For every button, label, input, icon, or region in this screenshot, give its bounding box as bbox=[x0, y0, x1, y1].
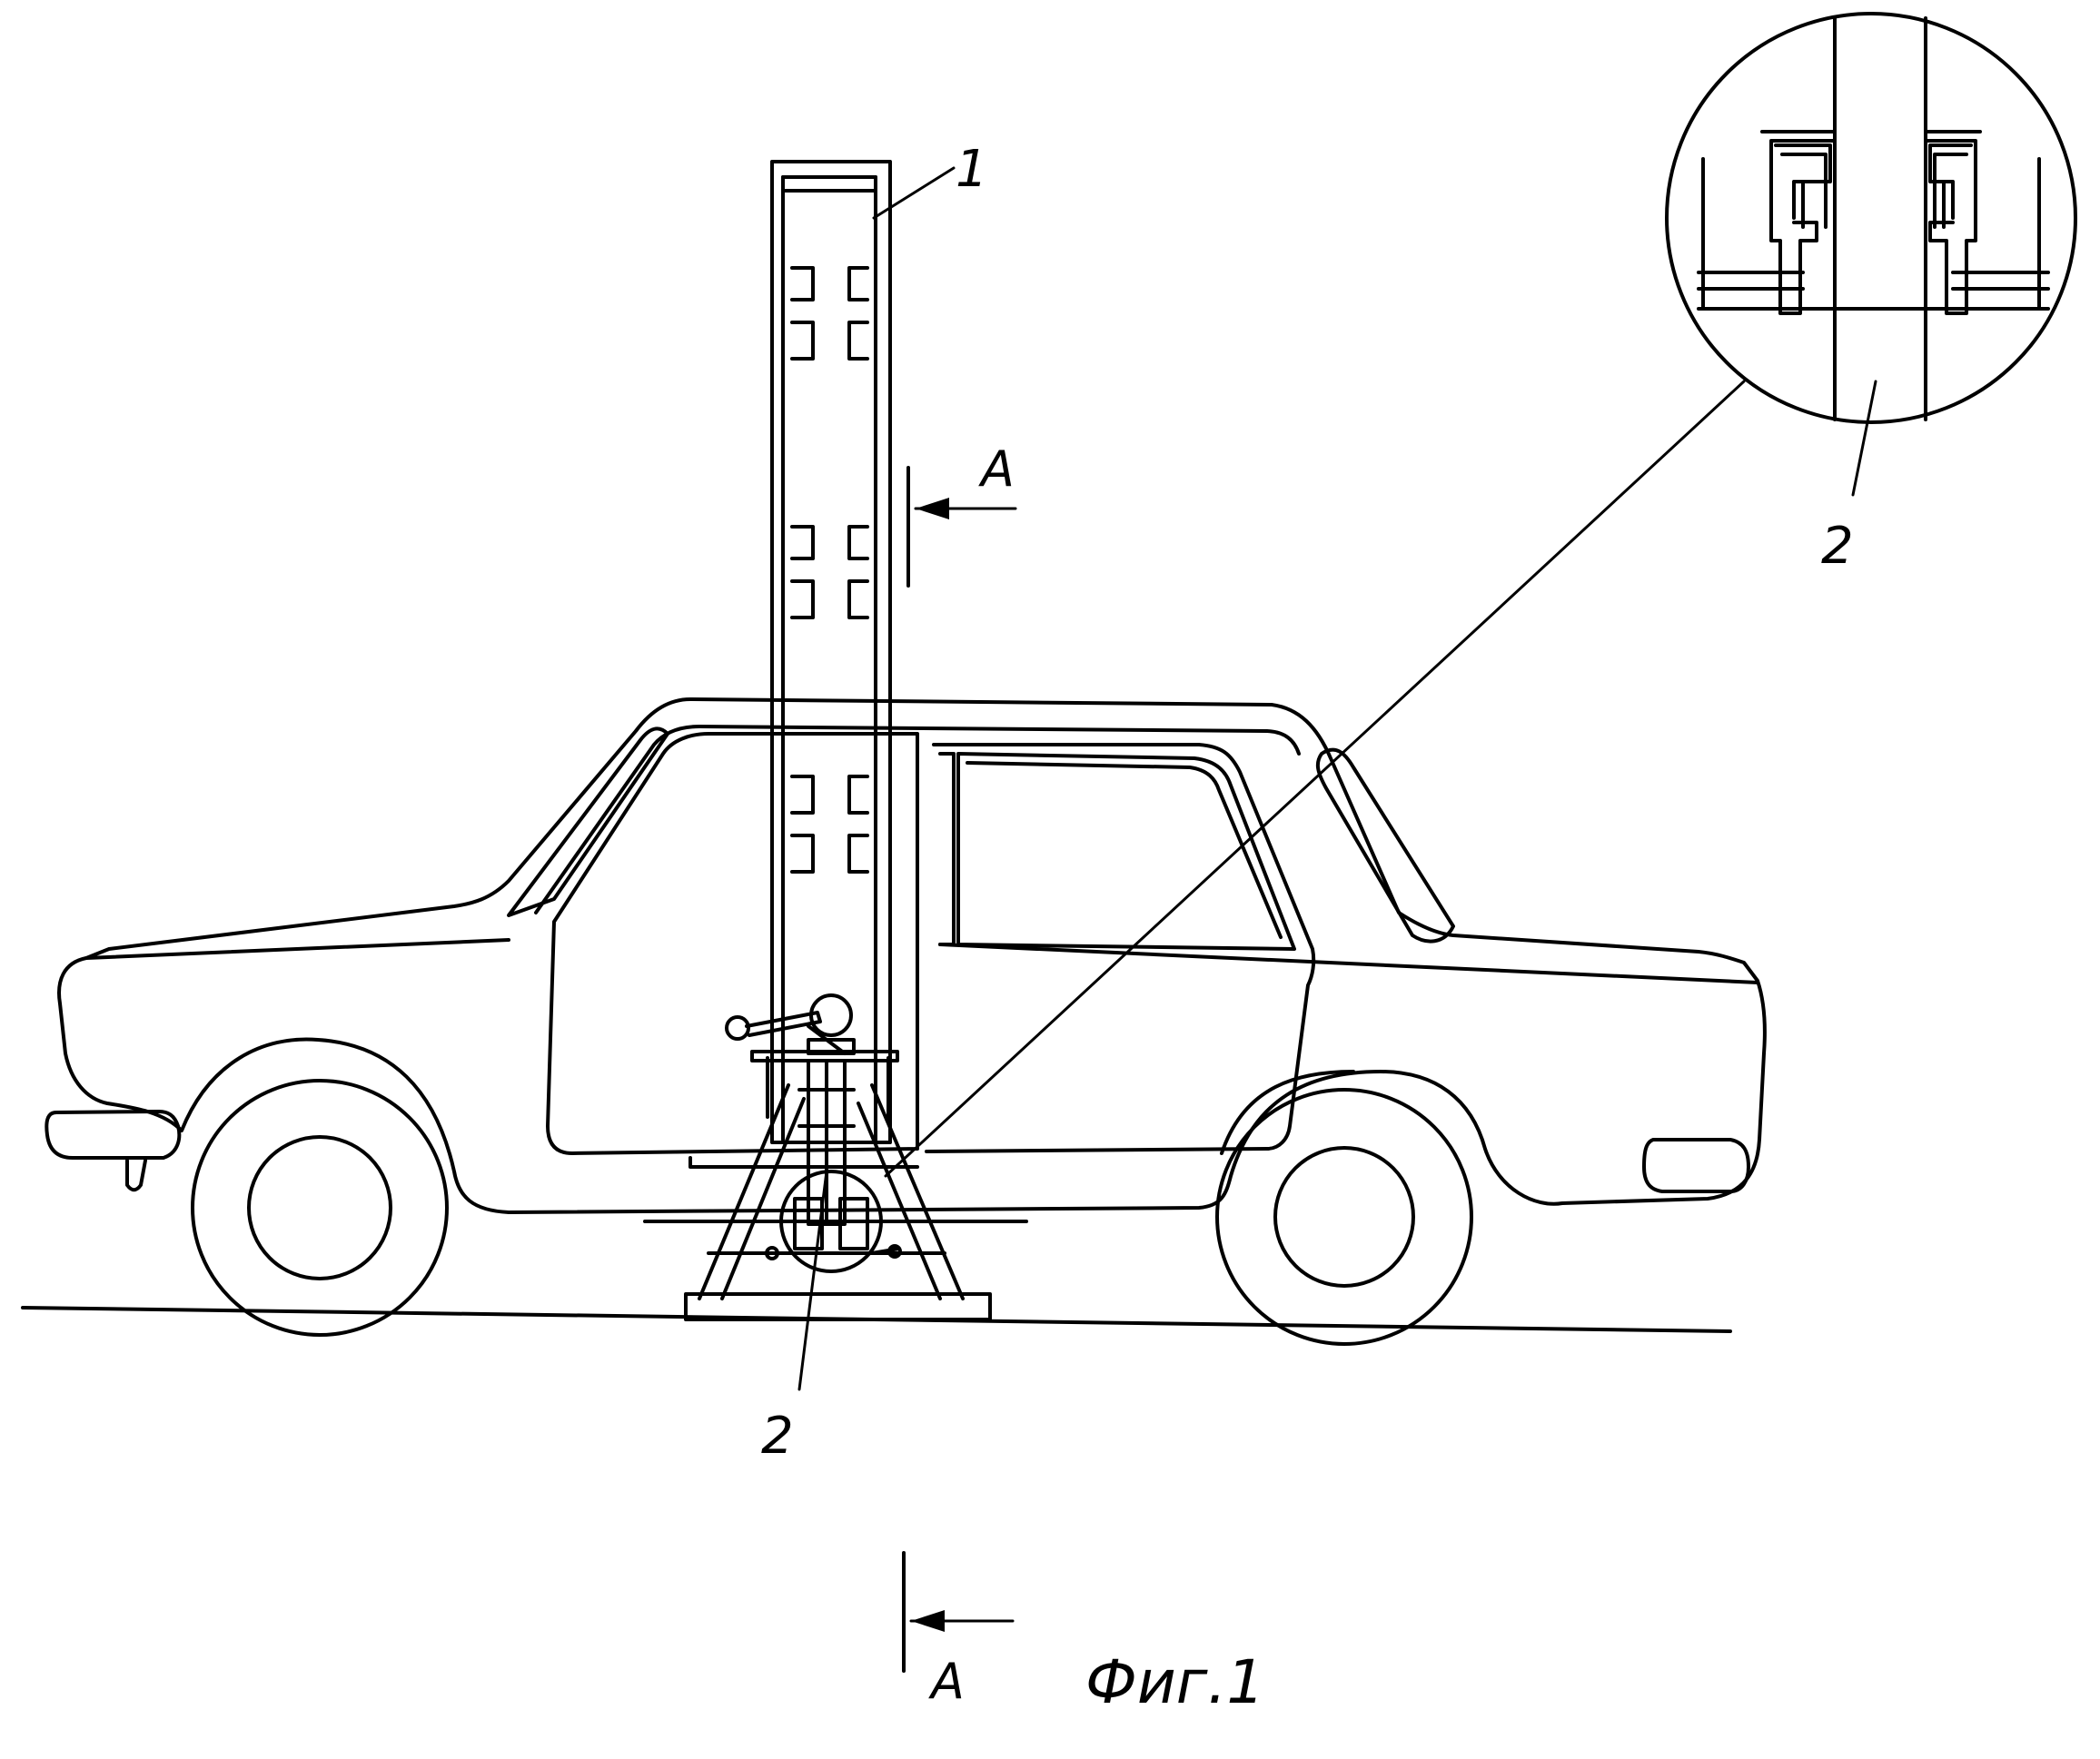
figure-caption: Фиг.1 bbox=[1085, 1647, 1264, 1717]
label-part-2: 2 bbox=[761, 1407, 794, 1466]
car-body bbox=[45, 697, 1767, 1223]
detail-view bbox=[1665, 12, 2077, 424]
label-2-leader: 2 bbox=[761, 1170, 828, 1466]
vertical-column bbox=[770, 160, 892, 1144]
jack-mechanism bbox=[684, 993, 992, 1321]
label-section-top: A bbox=[978, 440, 1015, 498]
label-part-2-detail: 2 bbox=[1821, 517, 1854, 576]
front-wheel bbox=[191, 1079, 449, 1337]
detail-leader bbox=[884, 380, 1746, 1178]
rear-wheel bbox=[1215, 1070, 1473, 1346]
label-2-detail-leader: 2 bbox=[1821, 380, 1877, 576]
section-mark-top: A bbox=[906, 440, 1017, 588]
label-part-1: 1 bbox=[956, 140, 988, 199]
section-mark-bottom: A bbox=[902, 1551, 1015, 1710]
label-section-bottom: A bbox=[928, 1653, 965, 1710]
label-1-leader: 1 bbox=[872, 140, 988, 220]
